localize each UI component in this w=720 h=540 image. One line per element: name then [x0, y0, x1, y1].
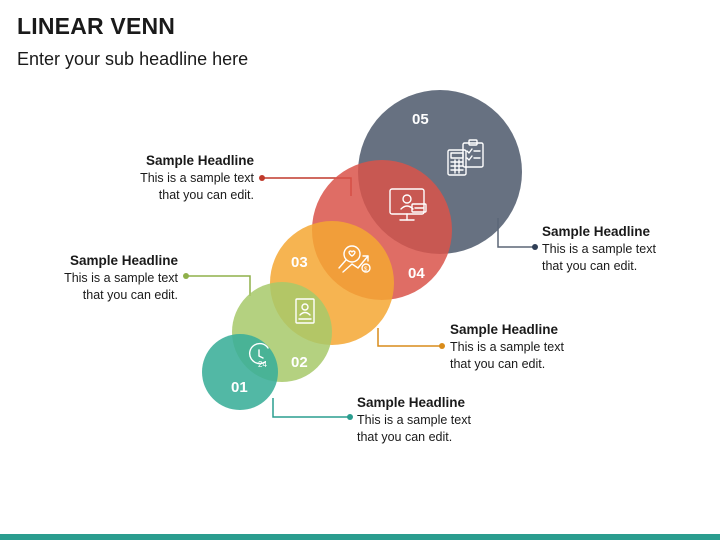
callout-text-line2: that you can edit. — [357, 430, 453, 444]
document-person-icon — [295, 298, 315, 324]
svg-text:24: 24 — [258, 360, 267, 369]
connector-dot-04 — [259, 175, 265, 181]
callout-text-line1: This is a sample text — [64, 271, 178, 285]
callout-headline: Sample Headline — [357, 395, 466, 410]
circle-label-02: 02 — [291, 354, 308, 371]
heart-magnifier-growth-icon: $ — [338, 245, 371, 273]
callout-01: Sample Headline This is a sample text th… — [357, 394, 517, 446]
circle-label-04: 04 — [408, 265, 425, 282]
footer-accent-bar — [0, 534, 720, 540]
clock-24-icon: 24 — [248, 342, 269, 369]
connector-dot-02 — [183, 273, 189, 279]
circle-label-05: 05 — [412, 111, 429, 128]
callout-02: Sample Headline This is a sample text th… — [18, 252, 178, 304]
callout-headline: Sample Headline — [69, 253, 178, 268]
connector-dot-01 — [347, 414, 353, 420]
page-subtitle: Enter your sub headline here — [17, 49, 249, 69]
callout-04: Sample Headline This is a sample text th… — [94, 152, 254, 204]
callout-text-line1: This is a sample text — [357, 413, 471, 427]
callout-text-line2: that you can edit. — [450, 357, 546, 371]
callout-headline: Sample Headline — [542, 224, 651, 239]
callout-text-line2: that you can edit. — [158, 188, 254, 202]
connector-dot-05 — [532, 244, 538, 250]
page-title: LINEAR VENN — [17, 13, 176, 39]
connector-03 — [377, 328, 442, 347]
callout-03: Sample Headline This is a sample text th… — [450, 321, 610, 373]
monitor-code-icon — [389, 188, 427, 221]
circle-label-03: 03 — [291, 254, 308, 271]
callout-text-line1: This is a sample text — [542, 242, 656, 256]
callout-text-line1: This is a sample text — [140, 171, 254, 185]
callout-headline: Sample Headline — [450, 322, 559, 337]
callout-headline: Sample Headline — [145, 153, 254, 168]
circle-label-01: 01 — [231, 379, 248, 396]
callout-text-line2: that you can edit. — [82, 288, 178, 302]
callout-05: Sample Headline This is a sample text th… — [542, 223, 702, 275]
svg-text:$: $ — [364, 267, 368, 273]
callout-text-line1: This is a sample text — [450, 340, 564, 354]
calculator-clipboard-icon — [447, 139, 484, 176]
connector-dot-03 — [439, 343, 445, 349]
connector-01 — [272, 398, 350, 418]
connector-02 — [186, 275, 251, 296]
callout-text-line2: that you can edit. — [542, 259, 638, 273]
